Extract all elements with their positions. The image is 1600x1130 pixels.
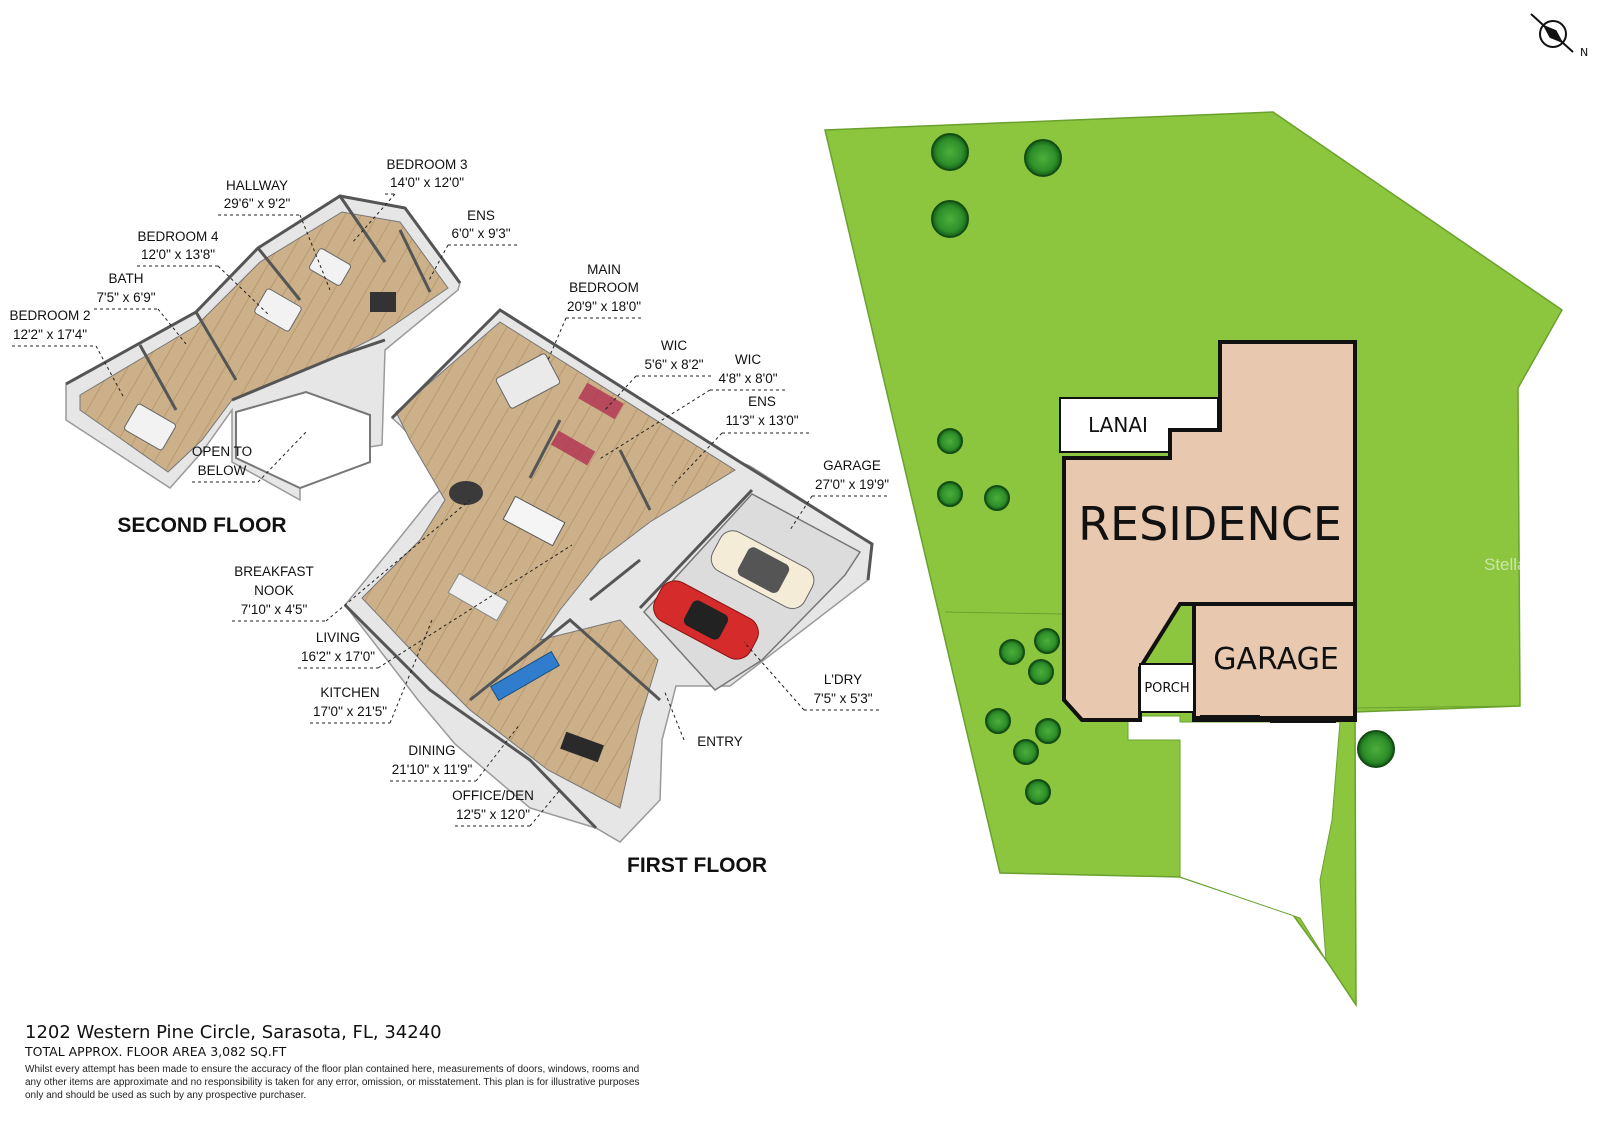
tree-icon xyxy=(1034,628,1060,654)
desk-icon xyxy=(560,731,604,763)
room-dims: 12'0" x 13'8" xyxy=(141,247,215,262)
first-floor-flooring xyxy=(361,321,736,809)
room-name-2: BEDROOM xyxy=(569,280,639,295)
room-name: WIC xyxy=(735,352,761,367)
tree-icon xyxy=(1024,139,1062,177)
tree-icon xyxy=(1028,659,1054,685)
furniture-icon xyxy=(370,292,396,312)
room-dims: 27'0" x 19'9" xyxy=(815,477,889,492)
first-floor-model xyxy=(343,308,874,843)
room-name: WIC xyxy=(661,338,687,353)
second-floor-walls xyxy=(65,194,462,411)
disclaimer: Whilst every attempt has been made to en… xyxy=(25,1064,640,1101)
kitchen-island-icon xyxy=(502,495,566,547)
room-dims: 7'5" x 6'9" xyxy=(96,290,155,305)
tree-icon xyxy=(984,485,1010,511)
first-floor-walls xyxy=(343,308,874,830)
first-floor-title: FIRST FLOOR xyxy=(627,854,767,877)
room-name: ENS xyxy=(467,208,495,223)
total-floor-area: TOTAL APPROX. FLOOR AREA 3,082 SQ.FT xyxy=(25,1044,287,1059)
sofa-icon xyxy=(447,572,509,622)
room-name: BREAKFAST xyxy=(234,564,314,579)
porch-area xyxy=(1139,663,1195,713)
bed-icon xyxy=(309,248,351,286)
closet-icon xyxy=(550,430,596,466)
room-name: BEDROOM 4 xyxy=(137,229,219,244)
compass-north-label: N xyxy=(1580,46,1588,59)
compass-icon: N xyxy=(1530,13,1588,59)
room-dims: 5'6" x 8'2" xyxy=(644,357,703,372)
property-address: 1202 Western Pine Circle, Sarasota, FL, … xyxy=(25,1022,442,1043)
room-name: ENS xyxy=(748,394,776,409)
bed-icon xyxy=(254,288,302,332)
second-floor-labels: BEDROOM 3 14'0" x 12'0" HALLWAY 29'6" x … xyxy=(9,157,518,537)
room-name: OPEN TO xyxy=(192,444,252,459)
room-dims: 16'2" x 17'0" xyxy=(301,649,375,664)
residence-label: RESIDENCE xyxy=(1078,497,1342,551)
tree-icon xyxy=(1013,739,1039,765)
room-dims: 12'2" x 17'4" xyxy=(13,327,87,342)
watermark: StellarMLS xyxy=(1484,555,1567,574)
tree-icon xyxy=(937,481,963,507)
room-name: BEDROOM 2 xyxy=(9,308,90,323)
room-name-2: NOOK xyxy=(254,583,294,598)
lanai-label: LANAI xyxy=(1088,413,1148,437)
room-dims: 21'10" x 11'9" xyxy=(392,762,473,777)
room-dims: 4'8" x 8'0" xyxy=(718,371,777,386)
tree-icon xyxy=(1357,730,1395,768)
room-name: MAIN xyxy=(587,262,621,277)
second-floor-model xyxy=(65,194,462,502)
second-floor-flooring xyxy=(79,211,449,473)
lot-line xyxy=(944,611,1064,615)
room-dims: 17'0" x 21'5" xyxy=(313,704,387,719)
bed-icon xyxy=(495,353,561,409)
red-car-icon xyxy=(653,580,759,660)
second-floor-title: SECOND FLOOR xyxy=(117,514,286,537)
tree-icon xyxy=(985,708,1011,734)
white-car-icon xyxy=(710,530,815,610)
room-dims: 6'0" x 9'3" xyxy=(451,226,510,241)
first-floor-labels: MAIN BEDROOM 20'9" x 18'0" WIC 5'6" x 8'… xyxy=(232,262,890,877)
tree-icon xyxy=(1035,718,1061,744)
room-dims: 7'5" x 5'3" xyxy=(813,691,872,706)
tree-icon xyxy=(931,200,969,238)
garage-building xyxy=(1192,602,1357,720)
room-name: OFFICE/DEN xyxy=(452,788,534,803)
open-to-below-void xyxy=(235,390,371,490)
dining-table-icon xyxy=(490,650,560,702)
room-name: L'DRY xyxy=(824,672,862,687)
garage-label: GARAGE xyxy=(1213,642,1339,677)
room-name: DINING xyxy=(408,743,455,758)
room-name: LIVING xyxy=(316,630,360,645)
room-dims: 14'0" x 12'0" xyxy=(390,175,464,190)
lot-line xyxy=(1355,705,1521,709)
tree-icon xyxy=(1025,779,1051,805)
room-name: KITCHEN xyxy=(320,685,379,700)
room-name-2: BELOW xyxy=(198,463,247,478)
tree-icon xyxy=(937,428,963,454)
room-dims: 7'10" x 4'5" xyxy=(241,602,308,617)
room-dims: 11'3" x 13'0" xyxy=(725,413,798,428)
room-dims: 29'6" x 9'2" xyxy=(224,196,291,211)
room-name: BATH xyxy=(108,271,143,286)
room-dims: 20'9" x 18'0" xyxy=(567,299,641,314)
porch-label: PORCH xyxy=(1144,681,1189,696)
bed-icon xyxy=(124,403,176,451)
footer: 1202 Western Pine Circle, Sarasota, FL, … xyxy=(25,1022,685,1102)
room-name: BEDROOM 3 xyxy=(386,157,467,172)
room-name: ENTRY xyxy=(697,734,743,749)
table-icon xyxy=(449,481,483,505)
closet-icon xyxy=(578,382,624,420)
room-name: GARAGE xyxy=(823,458,881,473)
room-name: HALLWAY xyxy=(226,178,288,193)
site-plan: LANAI RESIDENCE GARAGE PORCH StellarMLS xyxy=(824,13,1588,1008)
room-dims: 12'5" x 12'0" xyxy=(456,807,530,822)
trees xyxy=(931,133,1395,805)
tree-icon xyxy=(931,133,969,171)
tree-icon xyxy=(999,639,1025,665)
